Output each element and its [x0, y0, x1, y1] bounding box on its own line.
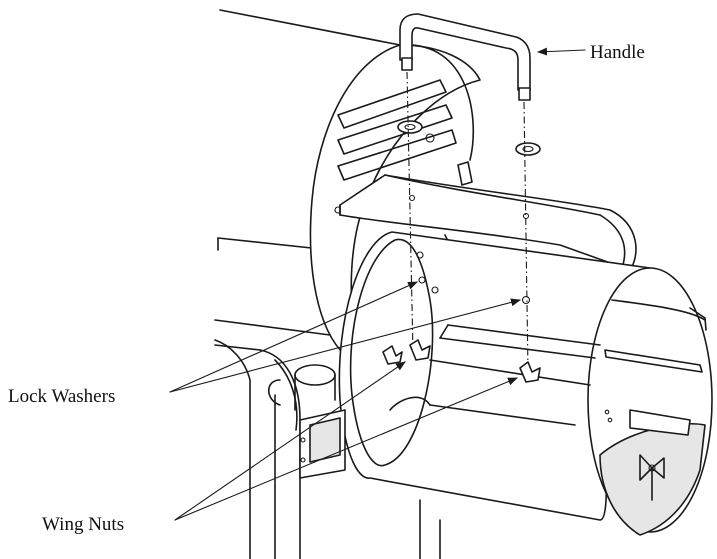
wing-nuts-label: Wing Nuts [42, 514, 124, 535]
assembly-axes [406, 71, 529, 371]
lower-lock-washers [416, 251, 531, 305]
handle-callout: Handle [537, 42, 645, 63]
top-washers [397, 120, 541, 156]
lock-washers-label: Lock Washers [8, 386, 115, 407]
wing-nuts-callout: Wing Nuts [42, 361, 518, 535]
handle-part [399, 13, 531, 101]
firebox-cylinder [338, 231, 713, 536]
lock-washers-callout: Lock Washers [8, 281, 521, 407]
wing-nuts [382, 339, 541, 383]
handle-label: Handle [590, 42, 645, 63]
lid-holes [408, 194, 530, 220]
